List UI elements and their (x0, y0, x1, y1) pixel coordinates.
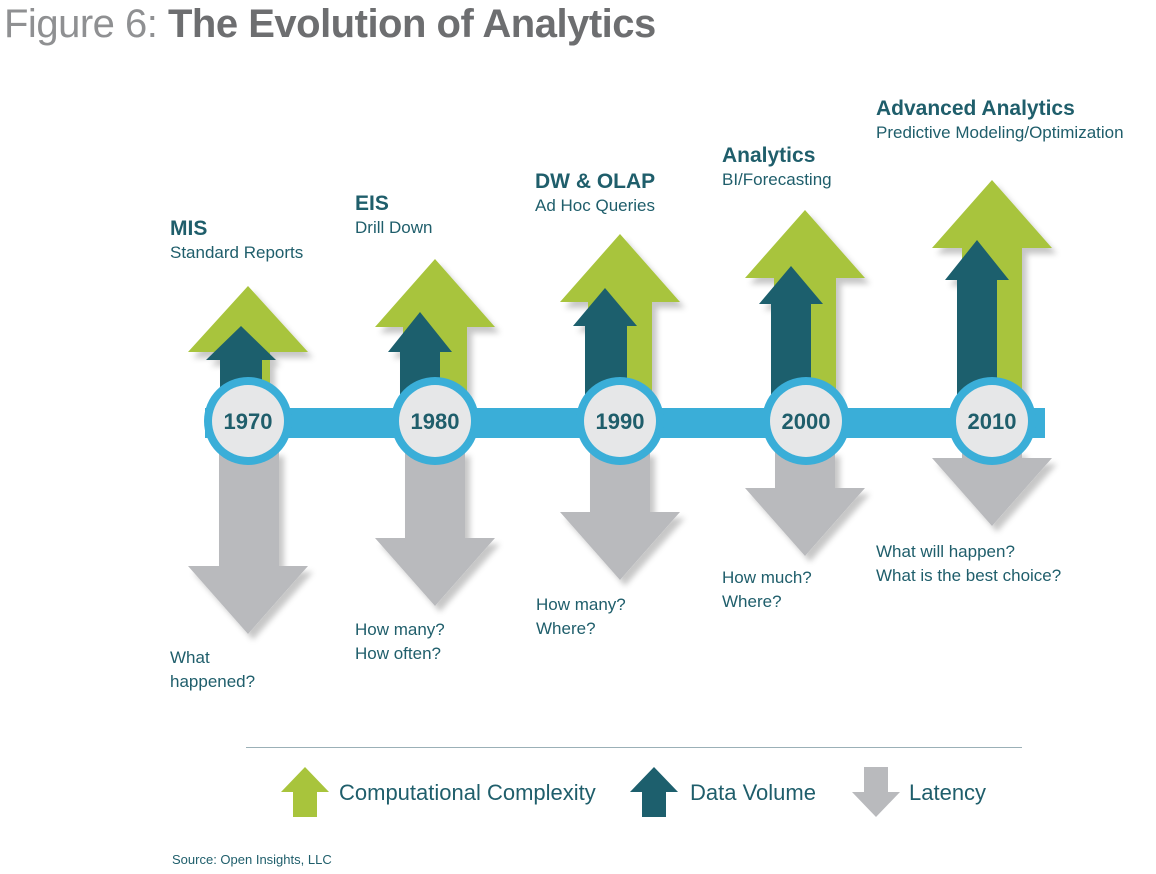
legend-volume-icon (630, 767, 678, 817)
era-heading-2010: Advanced Analytics Predictive Modeling/O… (876, 96, 1124, 144)
era-subtitle: Standard Reports (170, 243, 304, 262)
question-line-2: Where? (722, 592, 782, 611)
latency-arrow-1990 (560, 450, 680, 580)
latency-arrow-1970 (188, 450, 308, 634)
year-label-2010: 2010 (968, 409, 1017, 434)
question-line-1: How many? (536, 595, 626, 614)
year-label-1980: 1980 (411, 409, 460, 434)
question-line-1: What (170, 648, 210, 667)
volume-arrow-1990 (573, 288, 637, 396)
question-line-1: What will happen? (876, 542, 1015, 561)
question-line-1: How much? (722, 568, 812, 587)
year-label-1970: 1970 (224, 409, 273, 434)
era-name: DW & OLAP (535, 170, 656, 193)
figure-title-main: The Evolution of Analytics (167, 2, 656, 46)
year-label-1990: 1990 (596, 409, 645, 434)
era-2000-arrows (745, 210, 865, 556)
era-subtitle: Predictive Modeling/Optimization (876, 123, 1124, 142)
year-label-2000: 2000 (782, 409, 831, 434)
era-name: MIS (170, 217, 208, 240)
latency-arrow-1980 (375, 450, 495, 606)
legend-divider (246, 747, 1022, 748)
era-question-1970: What happened? (170, 646, 255, 694)
latency-arrow-2000 (745, 450, 865, 556)
era-name: Analytics (722, 144, 816, 167)
era-heading-1980: EIS Drill Down (355, 191, 432, 239)
era-subtitle: Ad Hoc Queries (535, 196, 655, 215)
era-subtitle: Drill Down (355, 218, 433, 237)
legend-latency-icon (852, 767, 900, 817)
legend-latency-label: Latency (909, 780, 987, 805)
legend-complexity-icon (281, 767, 329, 817)
era-question-1990: How many? Where? (536, 593, 626, 641)
era-question-1980: How many? How often? (355, 618, 445, 666)
latency-arrow-2010 (932, 450, 1052, 526)
era-question-2000: How much? Where? (722, 566, 812, 614)
volume-arrow-2000 (759, 266, 823, 396)
question-line-2: Where? (536, 619, 596, 638)
volume-arrow-1980 (388, 312, 452, 396)
legend-volume-label: Data Volume (690, 780, 816, 805)
era-2010-arrows (932, 180, 1052, 526)
question-line-2: happened? (170, 672, 256, 691)
figure-title-prefix: Figure 6: (4, 2, 158, 46)
era-subtitle: BI/Forecasting (722, 170, 832, 189)
era-question-2010: What will happen? What is the best choic… (876, 540, 1061, 588)
year-node-1970: 1970 (204, 377, 292, 465)
source-note: Source: Open Insights, LLC (172, 852, 332, 867)
legend-complexity-label: Computational Complexity (339, 780, 596, 805)
era-heading-1970: MIS Standard Reports (170, 216, 303, 264)
question-line-1: How many? (355, 620, 445, 639)
era-heading-2000: Analytics BI/Forecasting (722, 143, 832, 191)
year-node-2010: 2010 (948, 377, 1036, 465)
figure-title: Figure 6: The Evolution of Analytics (4, 0, 656, 48)
year-node-1990: 1990 (576, 377, 664, 465)
volume-arrow-2010 (945, 240, 1009, 396)
year-node-2000: 2000 (762, 377, 850, 465)
era-1980-arrows (375, 259, 495, 606)
era-1990-arrows (560, 234, 680, 580)
era-name: EIS (355, 192, 389, 215)
question-line-2: How often? (355, 644, 441, 663)
era-heading-1990: DW & OLAP Ad Hoc Queries (535, 169, 655, 217)
year-node-1980: 1980 (391, 377, 479, 465)
era-name: Advanced Analytics (876, 97, 1075, 120)
question-line-2: What is the best choice? (876, 566, 1062, 585)
